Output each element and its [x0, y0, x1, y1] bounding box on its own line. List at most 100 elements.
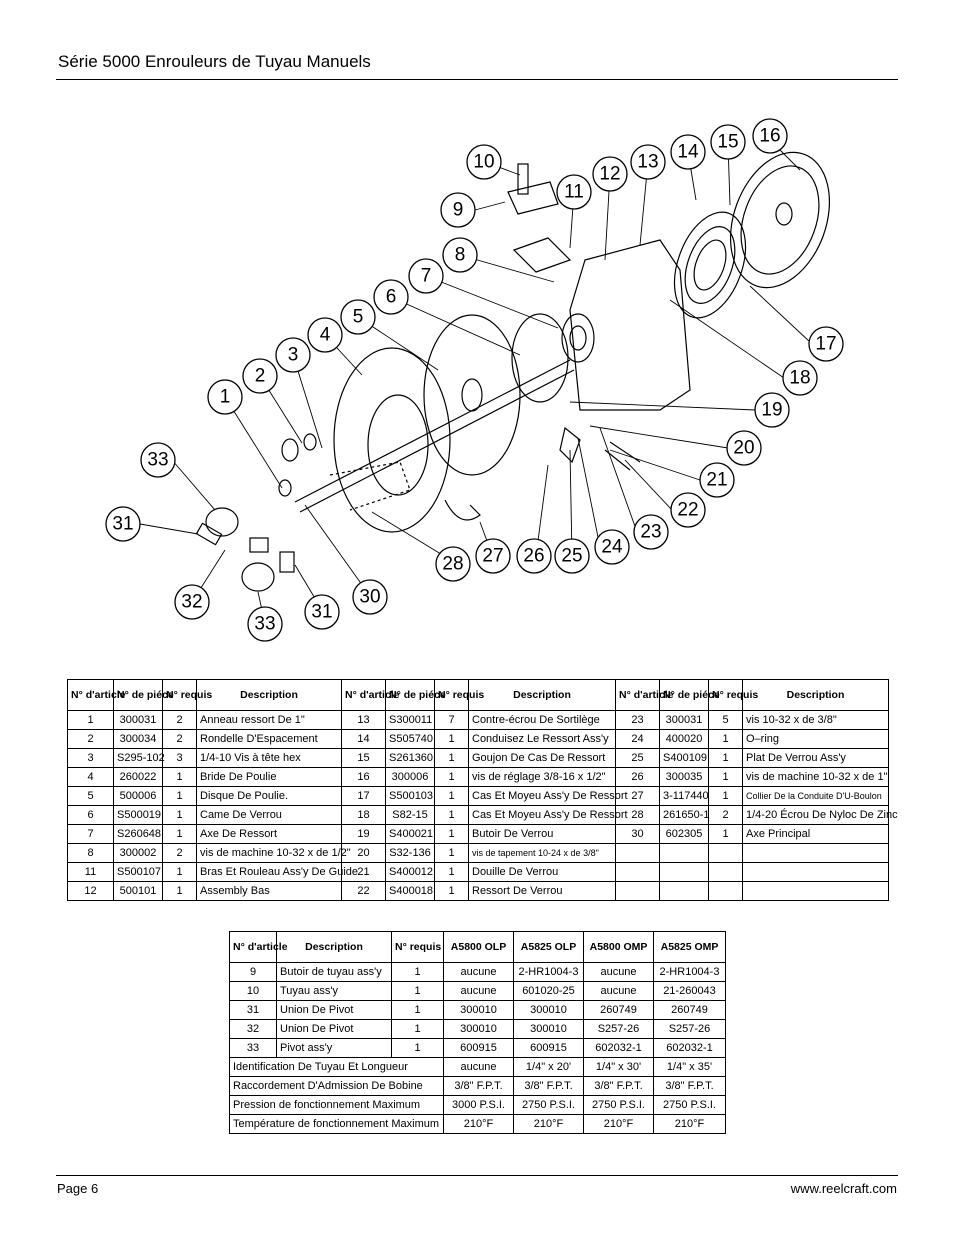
callout: 13	[630, 144, 666, 180]
svg-text:8: 8	[455, 245, 466, 266]
callout: 11	[556, 174, 592, 210]
description-cell: Disque De Poulie.	[196, 786, 342, 806]
header-rule	[56, 79, 898, 80]
part-no-cell: S400012	[385, 862, 435, 882]
hose-table-cell: 300010	[513, 1000, 584, 1020]
description-cell: Came De Verrou	[196, 805, 342, 825]
callout: 12	[592, 156, 628, 192]
item-no-cell: 5	[67, 786, 114, 806]
hose-table-cell: 33	[229, 1038, 277, 1058]
callout: 10	[466, 144, 502, 180]
qty-cell: 3	[162, 748, 197, 768]
part-no-cell: 300035	[659, 767, 709, 787]
drive-spring	[673, 211, 747, 319]
callout: 25	[554, 538, 590, 574]
part-no-cell: 500006	[113, 786, 163, 806]
hose-table-cell: aucune	[583, 981, 654, 1001]
qty-cell	[708, 843, 743, 863]
parts-list-table: N° d'article N° de piéce N° requis Descr…	[67, 679, 898, 901]
callout: 33	[140, 442, 176, 478]
spec-value-cell: 3/8" F.P.T.	[443, 1076, 514, 1096]
footer-rule	[56, 1175, 898, 1176]
qty-cell: 1	[434, 805, 469, 825]
svg-text:30: 30	[359, 587, 380, 608]
col-qty: N° requis	[162, 679, 212, 711]
qty-cell: 1	[434, 729, 469, 749]
hose-table-cell: 32	[229, 1019, 277, 1039]
callout: 15	[710, 124, 746, 160]
svg-text:16: 16	[759, 126, 780, 147]
callout: 7	[408, 258, 444, 294]
spec-label-cell: Pression de fonctionnement Maximum	[229, 1095, 444, 1115]
hose-table-cell: 31	[229, 1000, 277, 1020]
hose-table-cell: aucune	[583, 962, 654, 982]
website-link[interactable]: www.reelcraft.com	[790, 1181, 897, 1196]
svg-text:4: 4	[320, 325, 331, 346]
svg-text:31: 31	[112, 514, 133, 535]
description-cell: Cas Et Moyeu Ass'y De Ressort	[468, 805, 628, 825]
item-no-cell: 1	[67, 710, 114, 730]
svg-text:14: 14	[677, 142, 699, 163]
part-no-cell: 300031	[659, 710, 709, 730]
hose-table-cell: 601020-25	[513, 981, 584, 1001]
callout: 20	[726, 430, 762, 466]
item-no-cell: 17	[341, 786, 386, 806]
description-cell: Rondelle D'Espacement	[196, 729, 342, 749]
spec-value-cell: 2750 P.S.I.	[583, 1095, 654, 1115]
svg-text:22: 22	[677, 500, 698, 521]
spec-label-cell: Identification De Tuyau Et Longueur	[229, 1057, 444, 1077]
svg-text:18: 18	[789, 368, 810, 389]
hose-table-cell: Pivot ass'y	[276, 1038, 392, 1058]
hose-table-cell: Tuyau ass'y	[276, 981, 392, 1001]
item-no-cell: 7	[67, 824, 114, 844]
hose-table-cell: 300010	[443, 1000, 514, 1020]
callout: 1	[207, 379, 243, 415]
latch-cam	[511, 313, 569, 403]
part-no-cell: S260648	[113, 824, 163, 844]
qty-cell: 1	[708, 824, 743, 844]
col-qty: N° requis	[708, 679, 758, 711]
hose-table-cell: 602032-1	[653, 1038, 726, 1058]
description-cell: Conduisez Le Ressort Ass'y	[468, 729, 616, 749]
part-no-cell: 602305	[659, 824, 709, 844]
spec-value-cell: 210°F	[443, 1114, 514, 1134]
svg-text:3: 3	[288, 345, 299, 366]
item-no-cell: 22	[341, 881, 386, 901]
spec-value-cell: 3000 P.S.I.	[443, 1095, 514, 1115]
col-model-a5800-omp: A5800 OMP	[583, 931, 654, 963]
description-cell: Ressort De Verrou	[468, 881, 616, 901]
item-no-cell: 30	[615, 824, 660, 844]
hose-table-cell: aucune	[443, 981, 514, 1001]
callout: 31	[304, 594, 340, 630]
part-no-cell: 400020	[659, 729, 709, 749]
description-cell: 1/4-20 Écrou De Nyloc De Zinc	[742, 805, 898, 825]
hose-table-cell: 10	[229, 981, 277, 1001]
hose-table-cell: 1	[391, 1019, 444, 1039]
spec-value-cell: 1/4" x 35'	[653, 1057, 726, 1077]
col-qty: N° requis	[391, 931, 444, 963]
callout: 18	[782, 360, 818, 396]
spec-value-cell: 210°F	[583, 1114, 654, 1134]
svg-text:25: 25	[561, 546, 582, 567]
svg-text:12: 12	[599, 164, 620, 185]
swivel-union	[205, 507, 239, 537]
callout: 24	[594, 529, 630, 565]
description-cell: Bride De Poulie	[196, 767, 342, 787]
col-model-a5825-olp: A5825 OLP	[513, 931, 584, 963]
spring-housing	[729, 151, 831, 289]
qty-cell: 1	[708, 767, 743, 787]
svg-text:31: 31	[311, 602, 332, 623]
callout: 4	[307, 317, 343, 353]
item-no-cell: 23	[615, 710, 660, 730]
part-no-cell: S32-136	[385, 843, 435, 863]
callout: 31	[105, 506, 141, 542]
part-no-cell: 3-117440	[659, 786, 709, 806]
svg-text:10: 10	[473, 152, 494, 173]
callout: 9	[440, 192, 476, 228]
